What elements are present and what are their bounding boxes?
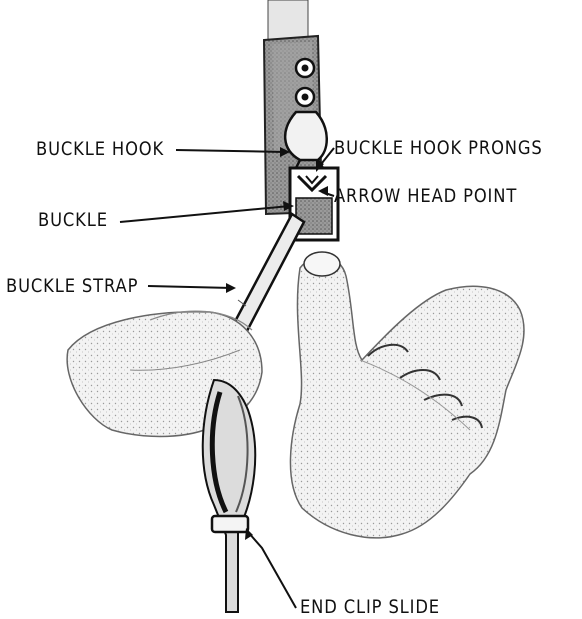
label-buckle-hook-prongs: BUCKLE HOOK PRONGS: [334, 139, 543, 158]
label-arrow-head-point: ARROW HEAD POINT: [334, 187, 517, 206]
right-hand: [290, 252, 524, 538]
end-clip-slide-drawing: [212, 516, 248, 532]
leader-buckle: [120, 206, 290, 222]
hanging-strap-loop: [203, 380, 255, 612]
label-end-clip-slide: END CLIP SLIDE: [300, 598, 440, 617]
leader-buckle-strap: [148, 286, 232, 288]
label-buckle: BUCKLE: [38, 211, 108, 230]
label-buckle-hook: BUCKLE HOOK: [36, 140, 164, 159]
leader-end-clip-slide: [248, 532, 296, 608]
label-buckle-strap: BUCKLE STRAP: [6, 277, 138, 296]
